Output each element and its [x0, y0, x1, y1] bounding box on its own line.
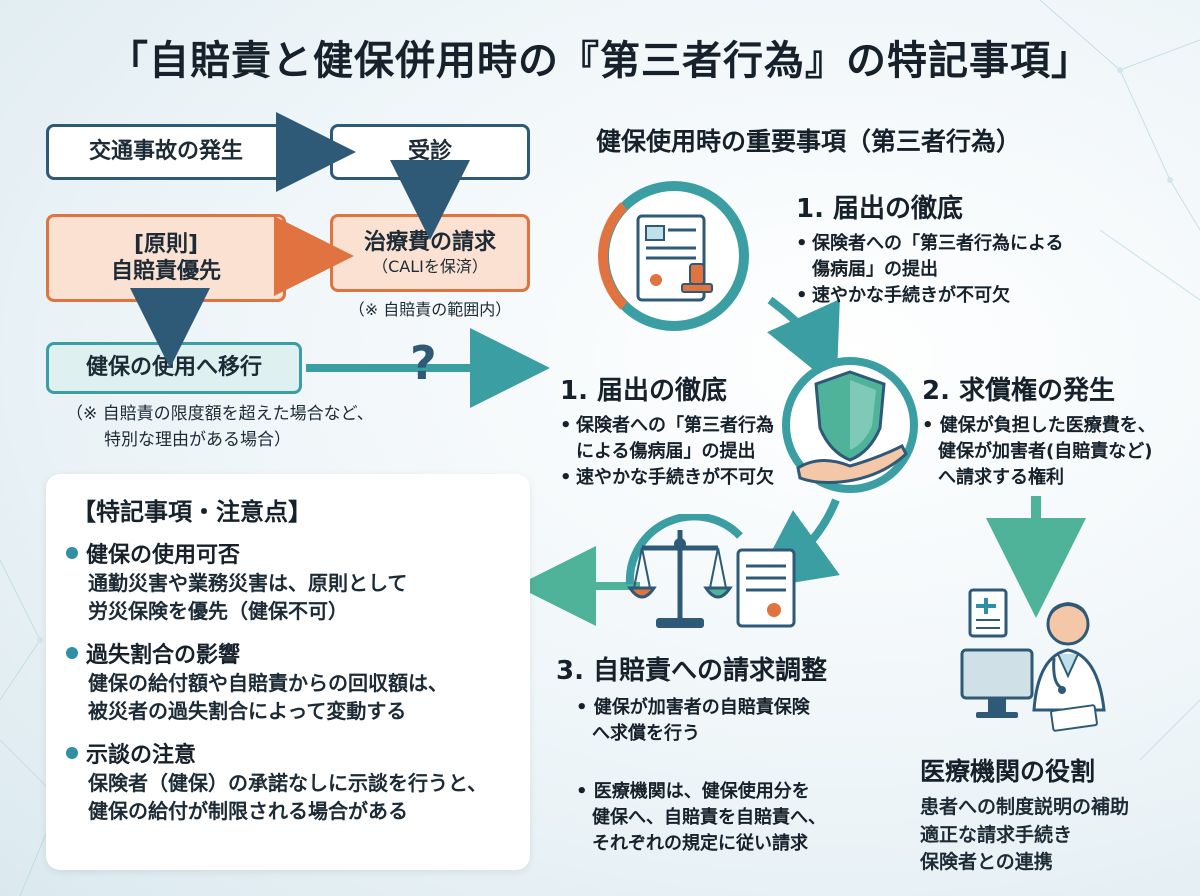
- step3-bullets: • 健保が加害者の自賠責保険 へ求償を行う • 医療機関は、健保使用分を 健保へ…: [576, 695, 886, 857]
- right-heading: 健保使用時の重要事項（第三者行為）: [596, 127, 1022, 156]
- step3: 3. 自賠責への請求調整 • 健保が加害者の自賠責保険 へ求償を行う • 医療機…: [556, 650, 886, 857]
- step3-b2-line1: • 医療機関は、健保使用分を: [576, 781, 810, 803]
- arrow-cycle-1-2: [767, 296, 840, 389]
- note-item-line2: 被災者の過失割合によって変動する: [88, 699, 407, 723]
- role-section: 医療機関の役割 患者への制度説明の補助 適正な請求手続き 保険者との連携: [920, 752, 1190, 877]
- step1-top-heading: 1. 届出の徹底: [796, 194, 964, 224]
- note-item: 健保の使用可否 通勤災害や業務災害は、原則として 労災保険を優先（健保不可）: [66, 537, 510, 625]
- step1-mid-bullet-1-line1: 保険者への「第三者行為: [576, 415, 774, 436]
- step1-mid: 1. 届出の徹底 保険者への「第三者行為 による傷病届」の提出 速やかな手続きが…: [560, 370, 810, 491]
- step1-top-bullet-1-line2: 傷病届」の提出: [812, 259, 938, 281]
- role-line-2: 適正な請求手続き: [920, 823, 1073, 846]
- bullet-dot-icon: [66, 647, 78, 659]
- role-lines: 患者への制度説明の補助 適正な請求手続き 保険者との連携: [920, 794, 1190, 877]
- shield-hand-icon: [780, 350, 920, 500]
- doctor-computer-icon: [956, 584, 1116, 740]
- step3-b1-line1-text: 健保が加害者の自賠責保険: [593, 697, 810, 718]
- step1-mid-heading: 1. 届出の徹底: [560, 376, 728, 406]
- note-item-head: 過失割合の影響: [66, 637, 510, 669]
- step3-b2-line1-text: 医療機関は、健保使用分を: [593, 781, 810, 803]
- note-item-head-text: 過失割合の影響: [86, 643, 241, 668]
- step1-mid-bullet-1-line2: による傷病届」の提出: [576, 441, 756, 463]
- role-line-1: 患者への制度説明の補助: [920, 796, 1130, 818]
- step3-b2-line3: それぞれの規定に従い請求: [592, 833, 808, 855]
- step1-mid-bullet-2: 速やかな手続きが不可欠: [560, 465, 810, 491]
- principle-box: [原則] 自賠責優先: [46, 214, 286, 302]
- step2-line3: へ請求する権利: [938, 467, 1064, 489]
- note-item-line1: 健保の給付額や自賠責からの回収額は、: [88, 671, 448, 695]
- note-item: 示談の注意 保険者（健保）の承諾なしに示談を行うと、 健保の給付が制限される場合…: [66, 737, 510, 825]
- step1-mid-list: 保険者への「第三者行為 による傷病届」の提出 速やかな手続きが不可欠: [560, 413, 810, 491]
- note-item-head-text: 健保の使用可否: [86, 543, 241, 568]
- page-title: 「自賠責と健保併用時の『第三者行為』の特記事項」: [108, 38, 1092, 84]
- document-stamp-icon: [594, 176, 754, 336]
- note-item-line2: 健保の給付が制限される場合がある: [88, 799, 408, 823]
- step2: 2. 求償権の発生 • 健保が負担した医療費を、 健保が加害者(自賠責など) へ…: [922, 370, 1192, 491]
- role-heading: 医療機関の役割: [920, 757, 1096, 786]
- step2-line1-text: 健保が負担した医療費を、: [939, 415, 1156, 436]
- note-item-line1: 保険者（健保）の承諾なしに示談を行うと、: [88, 771, 488, 795]
- step1-top: 1. 届出の徹底 保険者への「第三者行為による 傷病届」の提出 速やかな手続きが…: [796, 188, 1176, 309]
- step1-top-bullet-1: 保険者への「第三者行為による 傷病届」の提出: [796, 231, 1176, 283]
- step2-line1: • 健保が負担した医療費を、: [922, 415, 1156, 436]
- step2-text: • 健保が負担した医療費を、 健保が加害者(自賠責など) へ請求する権利: [922, 413, 1192, 491]
- accident-box: 交通事故の発生: [46, 124, 286, 180]
- step1-mid-bullet-1: 保険者への「第三者行為 による傷病届」の提出: [560, 413, 810, 465]
- note-item: 過失割合の影響 健保の給付額や自賠責からの回収額は、 被災者の過失割合によって変…: [66, 637, 510, 725]
- switch-note: （※ 自賠責の限度額を超えた場合など、 特別な理由がある場合）: [66, 402, 466, 453]
- principle-label: [原則]: [133, 231, 199, 257]
- role-line-3: 保険者との連携: [920, 851, 1053, 874]
- scales-document-icon: [620, 512, 810, 644]
- step3-b1-line1: • 健保が加害者の自賠責保険: [576, 697, 810, 718]
- note-item-line1: 通勤災害や業務災害は、原則として: [88, 571, 408, 595]
- step2-line2: 健保が加害者(自賠責など): [938, 441, 1153, 463]
- step2-heading: 2. 求償権の発生: [922, 376, 1116, 406]
- claim-subtitle: （CALIを保済）: [372, 256, 488, 276]
- switch-note-line1: （※ 自賠責の限度額を超えた場合など、: [66, 404, 374, 424]
- note-item-head: 示談の注意: [66, 737, 510, 769]
- note-item-head: 健保の使用可否: [66, 537, 510, 569]
- bullet-dot-icon: [66, 547, 78, 559]
- note-item-head-text: 示談の注意: [86, 743, 197, 768]
- question-mark: ?: [410, 336, 437, 390]
- switch-note-line2: 特別な理由がある場合）: [104, 429, 291, 450]
- step1-top-bullet-2: 速やかな手続きが不可欠: [796, 283, 1176, 309]
- step3-b2-line2: 健保へ、自賠責を自賠責へ、: [592, 807, 826, 829]
- notes-panel-title: 【特記事項・注意点】: [72, 498, 312, 526]
- claim-note: （※ 自賠責の範囲内）: [348, 300, 512, 319]
- step1-top-list: 保険者への「第三者行為による 傷病届」の提出 速やかな手続きが不可欠: [796, 231, 1176, 309]
- step1-top-bullet-1-line1: 保険者への「第三者行為による: [812, 233, 1064, 254]
- principle-text: 自賠責優先: [110, 259, 221, 284]
- bullet-dot-icon: [66, 747, 78, 759]
- step3-heading: 3. 自賠責への請求調整: [556, 656, 828, 686]
- notes-panel: 【特記事項・注意点】 健保の使用可否 通勤災害や業務災害は、原則として 労災保険…: [46, 474, 530, 870]
- step3-b1-line2: へ求償を行う: [592, 723, 700, 745]
- note-item-line2: 労災保険を優先（健保不可）: [88, 599, 348, 623]
